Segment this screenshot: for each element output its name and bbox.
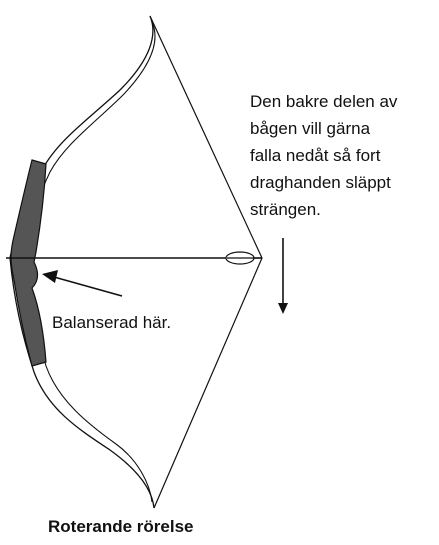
annotation-line-4: draghanden släppt: [250, 173, 391, 192]
upper-limb-belly: [27, 21, 156, 259]
annotation-line-3: falla nedåt så fort: [250, 146, 381, 165]
annotation-line-1: Den bakre delen av: [250, 92, 398, 111]
downward-motion-arrowhead: [278, 303, 288, 314]
lower-limb-belly: [27, 257, 153, 503]
annotation-line-2: bågen vill gärna: [250, 119, 371, 138]
balance-label: Balanserad här.: [52, 313, 171, 332]
balance-pointer-arrowhead: [42, 270, 58, 283]
lower-limb-back: [9, 257, 155, 509]
annotation-line-5: strängen.: [250, 200, 321, 219]
bow-riser-grip: [10, 159, 47, 367]
diagram-caption: Roterande rörelse: [48, 517, 194, 536]
balance-pointer-arrow: [53, 276, 123, 297]
